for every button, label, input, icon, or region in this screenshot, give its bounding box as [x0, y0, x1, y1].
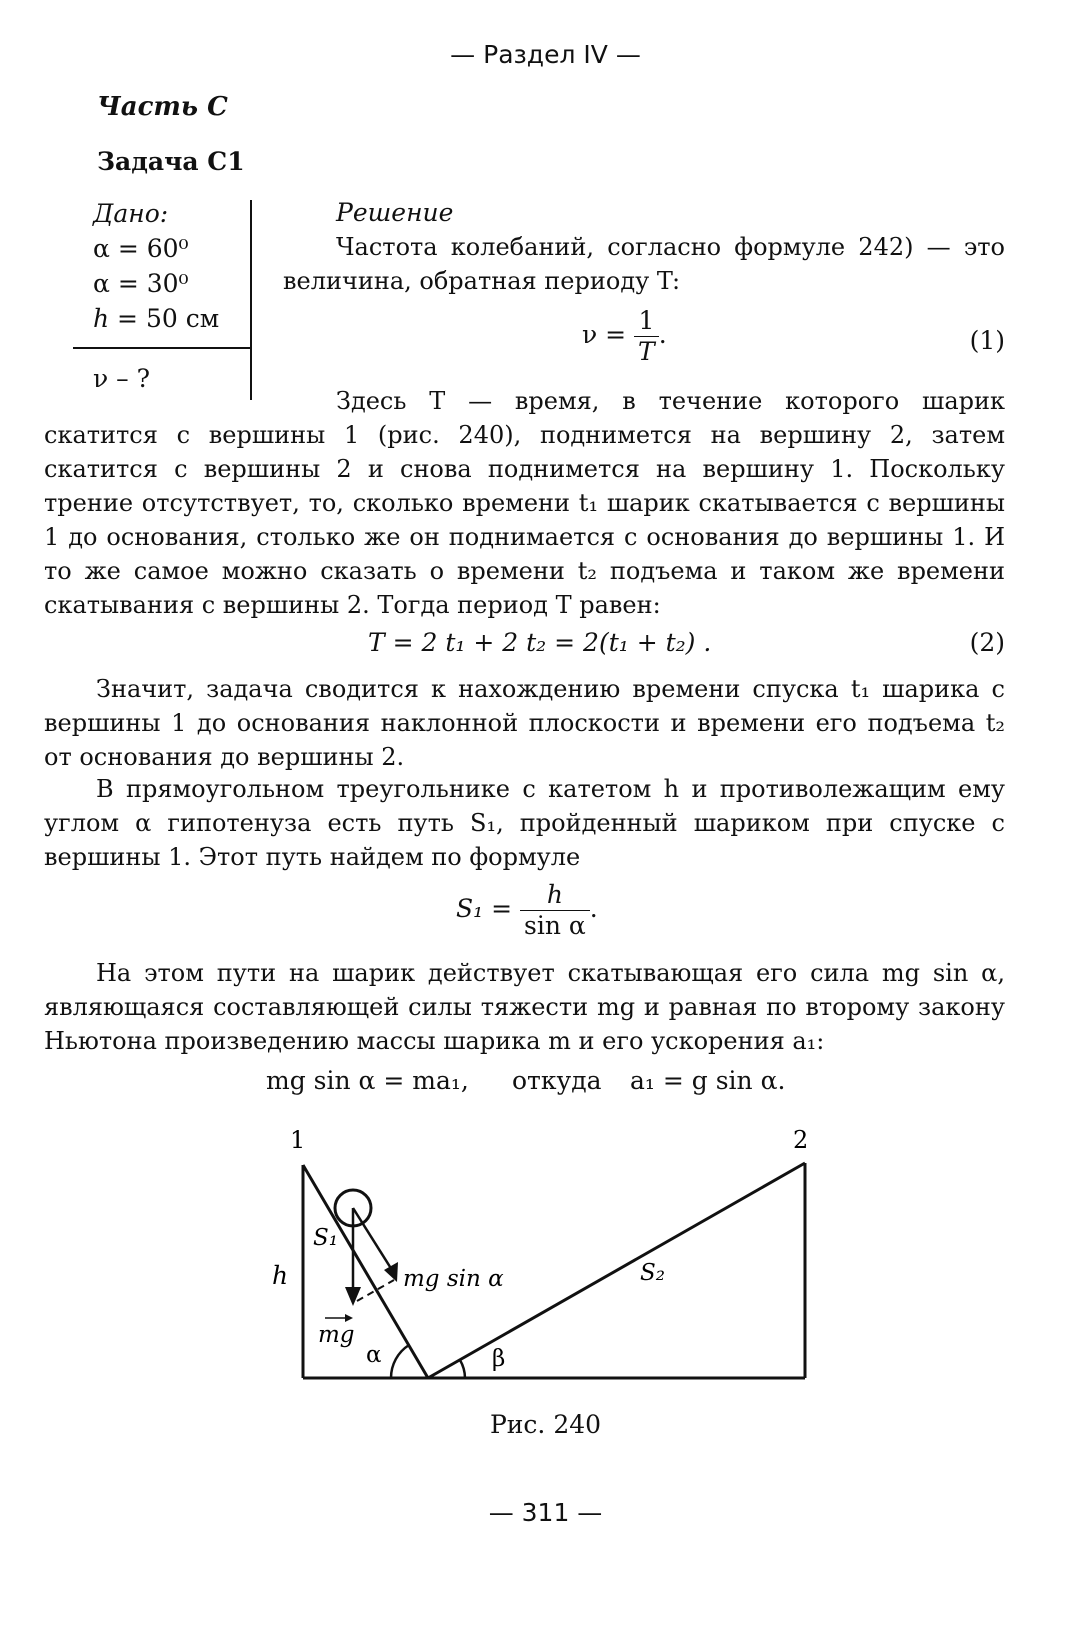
figure-label-weight: mg: [318, 1322, 355, 1348]
paragraph-4: В прямоугольном треугольнике с катетом h…: [44, 775, 1005, 871]
paragraph-2: Здесь T — время, в течение которого шари…: [44, 387, 1005, 619]
eq3-numerator: h: [520, 880, 590, 911]
eq3-tail: .: [589, 894, 598, 923]
paragraph-5: На этом пути на шарик действует скатываю…: [44, 959, 1005, 1055]
given-line-2: α = 30⁰: [93, 269, 189, 298]
eq1-denominator: T: [638, 337, 655, 366]
paragraph-3: Значит, задача сводится к нахождению вре…: [44, 675, 1005, 771]
figure-label-beta: β: [492, 1346, 505, 1372]
figure-caption: Рис. 240: [489, 1410, 602, 1439]
find-label: ν – ?: [93, 364, 150, 393]
given-block: Дано: α = 60⁰ α = 30⁰ h = 50 см: [93, 196, 219, 336]
section-header: — Раздел IV —: [450, 40, 641, 69]
figure-label-s2: S₂: [640, 1260, 665, 1286]
part-title: Часть С: [97, 92, 228, 122]
given-h-value: = 50 см: [109, 304, 220, 333]
given-h-var: h: [93, 304, 110, 333]
equation-4-left: mg sin α = ma₁,: [266, 1066, 469, 1095]
equation-4-middle: откуда: [512, 1066, 602, 1095]
equation-4-right: a₁ = g sin α.: [630, 1066, 786, 1095]
figure-slope-2: [427, 1161, 806, 1380]
figure-label-h: h: [272, 1261, 288, 1290]
figure-weight-arrowhead: [345, 1287, 361, 1306]
figure-force-arrowhead: [384, 1262, 398, 1282]
figure-label-alpha: α: [366, 1342, 382, 1368]
figure-label-force: mg sin α: [403, 1266, 504, 1292]
figure-alpha-arc: [389, 1343, 410, 1379]
given-label: Дано:: [93, 199, 169, 228]
equation-2: T = 2 t₁ + 2 t₂ = 2(t₁ + t₂) .: [368, 628, 712, 657]
eq3-denominator: sin α: [524, 911, 586, 940]
equation-1-number: (1): [969, 326, 1005, 355]
given-divider-horizontal: [73, 347, 250, 349]
eq3-lhs: S₁ =: [456, 894, 520, 923]
figure-label-vertex-1: 1: [290, 1126, 305, 1154]
given-divider-vertical: [250, 200, 252, 400]
figure-label-vertex-2: 2: [793, 1126, 808, 1154]
figure-beta-arc: [458, 1359, 467, 1379]
figure-slope-1: [301, 1164, 430, 1379]
page-number: — 311 —: [488, 1498, 603, 1527]
given-line-1: α = 60⁰: [93, 234, 189, 263]
paragraph-1: Частота колебаний, согласно формуле 242)…: [283, 233, 1005, 295]
solution-title: Решение: [336, 198, 454, 227]
eq1-lhs: ν =: [582, 320, 635, 349]
figure-vector-bar-arrow: [345, 1314, 353, 1322]
figure-label-s1: S₁: [313, 1225, 338, 1251]
equation-2-number: (2): [969, 628, 1005, 657]
eq1-tail: .: [658, 320, 667, 349]
figure-force-vector: [351, 1207, 394, 1271]
task-title: Задача С1: [97, 147, 245, 176]
given-line-3: h = 50 см: [93, 301, 219, 336]
eq1-numerator: 1: [634, 306, 659, 337]
